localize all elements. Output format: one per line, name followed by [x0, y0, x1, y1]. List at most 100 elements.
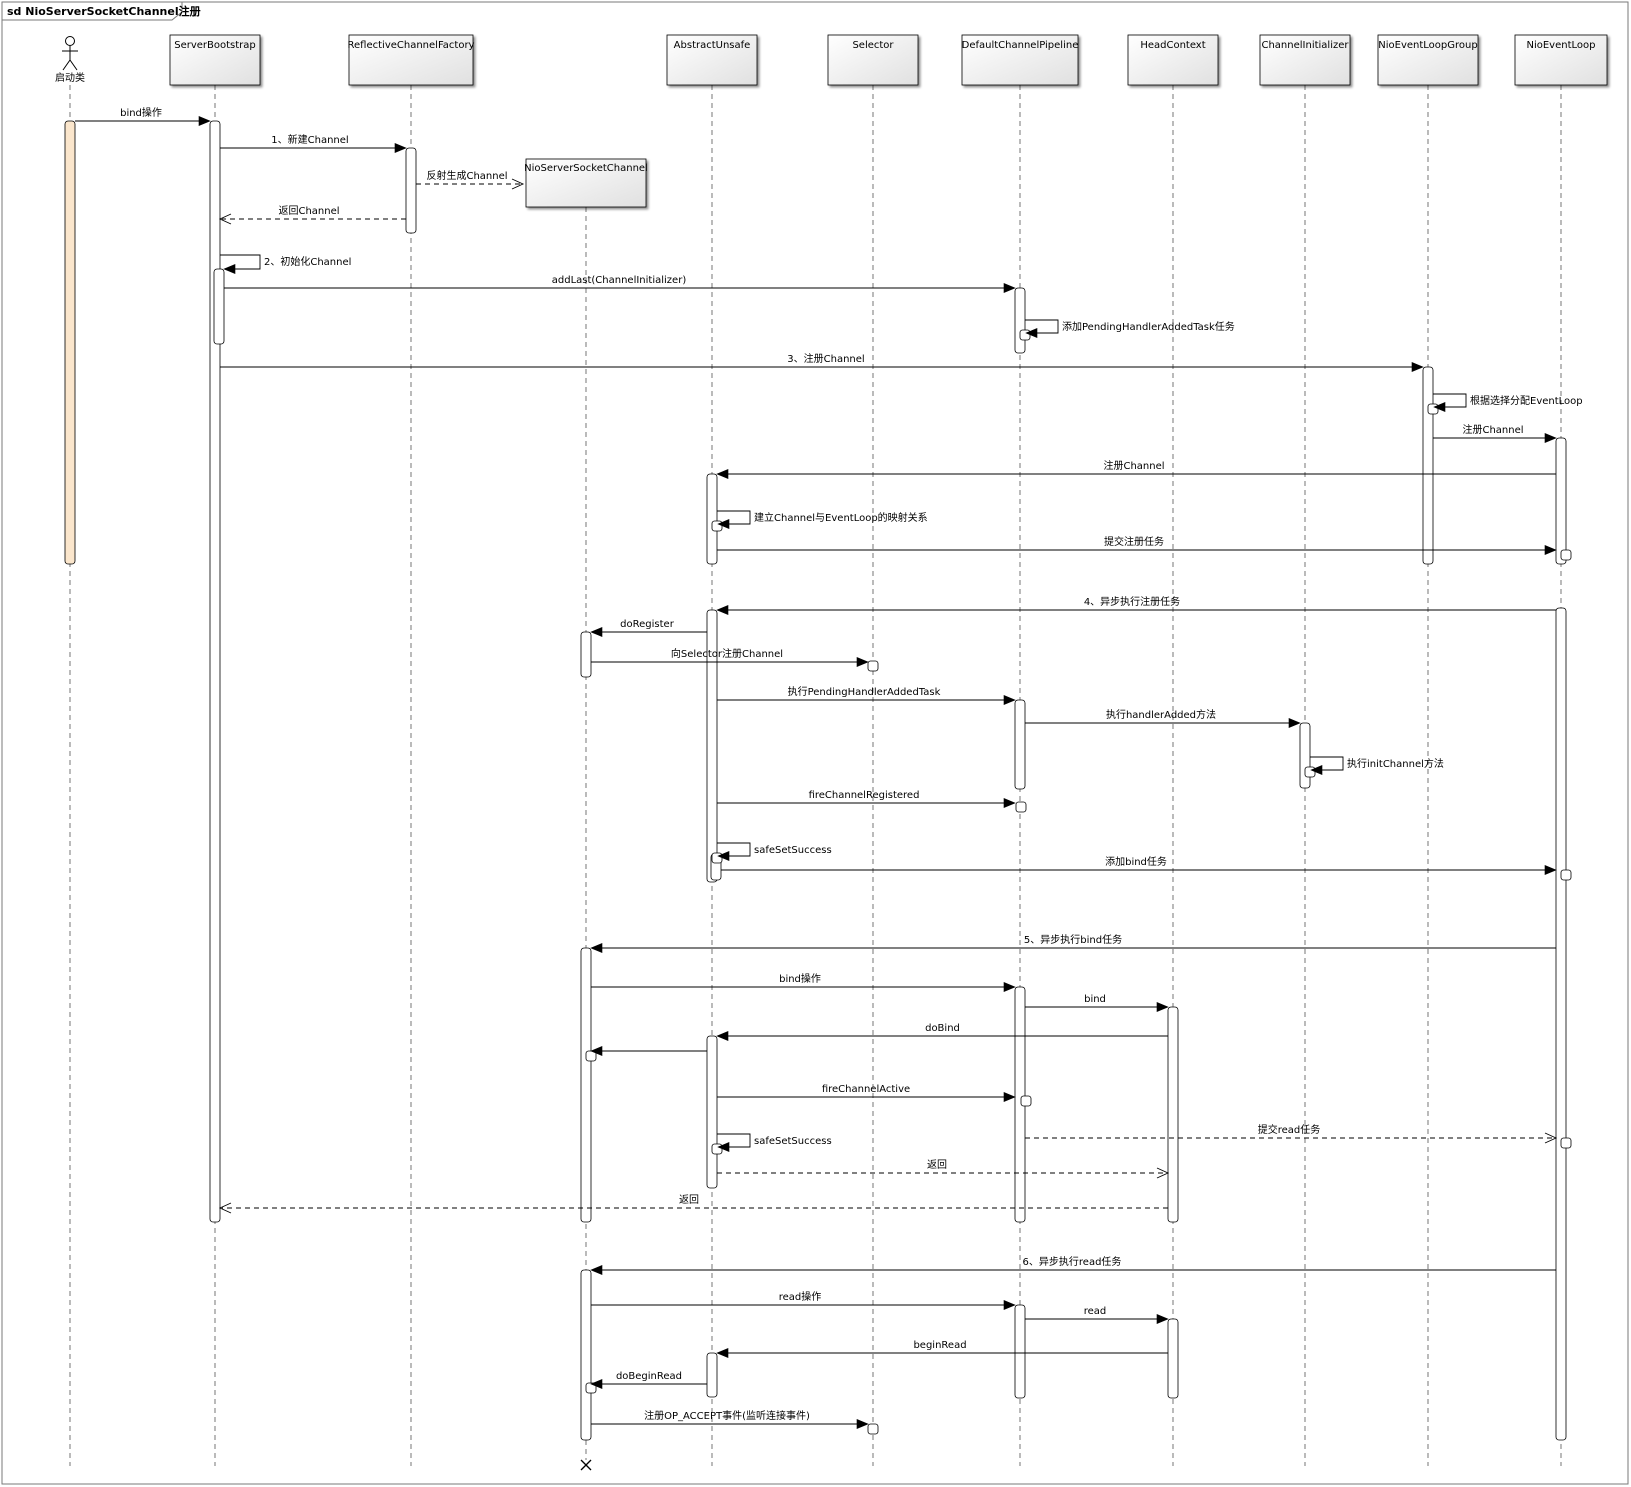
- arrowhead: [218, 213, 232, 225]
- message: 根据选择分配EventLoop: [1433, 393, 1583, 408]
- arrowhead: [1544, 1132, 1558, 1144]
- arrowhead: [716, 1031, 729, 1041]
- arrowhead: [717, 851, 730, 861]
- participant-name: HeadContext: [1140, 40, 1205, 51]
- activation-bar: [209, 120, 221, 1223]
- message-label: doBind: [925, 1023, 960, 1034]
- message: 反射生成Channel: [416, 169, 521, 185]
- message: fireChannelRegistered: [717, 790, 1013, 804]
- arrowhead: [218, 1202, 232, 1214]
- message-line: [1433, 393, 1467, 408]
- message-label: 5、异步执行bind任务: [1024, 933, 1122, 946]
- message: beginRead: [719, 1340, 1168, 1354]
- activation-bar: [1014, 699, 1026, 790]
- arrowhead: [1411, 362, 1424, 372]
- message: 4、异步执行注册任务: [719, 595, 1556, 611]
- message-label: 提交注册任务: [1104, 535, 1164, 548]
- participant-name: NioServerSocketChannel: [524, 163, 648, 174]
- participant-name: Selector: [852, 40, 894, 51]
- message-line: [717, 1133, 751, 1148]
- participant-reflectivechannelfactory: ReflectiveChannelFactory: [348, 34, 475, 86]
- participant-name: ChannelInitializer: [1261, 40, 1349, 51]
- message-label: 返回Channel: [278, 205, 339, 217]
- activation-bar: [1015, 801, 1027, 813]
- message: 1、新建Channel: [220, 133, 404, 149]
- activation-bar: [405, 147, 417, 234]
- message-label: doBeginRead: [616, 1371, 682, 1382]
- participant-name: DefaultChannelPipeline: [962, 40, 1079, 51]
- arrowhead: [590, 943, 603, 953]
- message: 提交注册任务: [717, 535, 1554, 551]
- activation-bar: [711, 520, 723, 532]
- message: addLast(ChannelInitializer): [224, 275, 1013, 289]
- arrowhead: [1544, 545, 1557, 555]
- message: bind: [1025, 994, 1166, 1008]
- arrowhead: [394, 143, 407, 153]
- arrowhead: [1156, 1314, 1169, 1324]
- arrowhead: [1544, 433, 1557, 443]
- message-line: [1310, 756, 1344, 771]
- message-line: [717, 842, 751, 857]
- activation-bar: [213, 268, 225, 345]
- participant-channelinitializer: ChannelInitializer: [1259, 34, 1351, 86]
- message: 5、异步执行bind任务: [593, 933, 1556, 949]
- arrowhead: [590, 1046, 603, 1056]
- arrowhead: [856, 657, 869, 667]
- arrowhead: [1310, 765, 1323, 775]
- participant-abstractunsafe: AbstractUnsafe: [666, 34, 758, 86]
- message: 添加PendingHandlerAddedTask任务: [1025, 319, 1235, 334]
- activation-bar: [1555, 607, 1567, 1441]
- arrowhead: [198, 116, 211, 126]
- arrowhead: [223, 264, 236, 274]
- message-label: safeSetSuccess: [754, 1136, 832, 1147]
- participant-name: NioEventLoop: [1526, 40, 1595, 51]
- arrowhead: [1433, 402, 1446, 412]
- message-label: 反射生成Channel: [426, 169, 507, 182]
- activations: [64, 120, 1572, 1441]
- message: 添加bind任务: [721, 855, 1554, 871]
- arrowhead: [1544, 865, 1557, 875]
- arrowhead: [1025, 328, 1038, 338]
- message: fireChannelActive: [717, 1084, 1013, 1098]
- message-label: 提交read任务: [1258, 1123, 1321, 1136]
- activation-bar: [1299, 722, 1311, 789]
- message-label: 向Selector注册Channel: [671, 647, 783, 660]
- frame-title-tab: [1, 1, 183, 21]
- message-label: doRegister: [620, 619, 675, 630]
- message-label: bind操作: [120, 106, 162, 119]
- activation-bar: [1560, 1137, 1572, 1149]
- message-label: bind操作: [779, 972, 821, 985]
- arrowhead: [511, 178, 525, 190]
- arrowhead: [590, 1379, 603, 1389]
- message-label: 注册OP_ACCEPT事件(监听连接事件): [644, 1409, 810, 1422]
- destroy-mark: [580, 1459, 592, 1471]
- message-label: addLast(ChannelInitializer): [552, 275, 687, 286]
- activation-bar: [706, 609, 718, 883]
- arrowhead: [856, 1419, 869, 1429]
- actor-name: 启动类: [55, 71, 85, 84]
- message-label: 执行handlerAdded方法: [1106, 708, 1216, 721]
- message-line: [220, 254, 261, 270]
- activation-bar: [64, 120, 76, 565]
- message-label: fireChannelRegistered: [809, 790, 920, 801]
- activation-bar: [711, 1143, 723, 1155]
- activation-bar: [706, 473, 718, 565]
- activation-bar: [1019, 329, 1031, 341]
- activation-bar: [1167, 1006, 1179, 1223]
- participant-nioserversocketchannel: NioServerSocketChannel: [524, 158, 648, 208]
- activation-bar: [1020, 1095, 1032, 1107]
- message: 向Selector注册Channel: [591, 647, 866, 663]
- participant-serverbootstrap: ServerBootstrap: [169, 34, 261, 86]
- arrowhead: [1156, 1167, 1170, 1179]
- arrowhead: [716, 469, 729, 479]
- arrowhead: [590, 1265, 603, 1275]
- message: 返回Channel: [222, 205, 406, 220]
- participant-name: AbstractUnsafe: [674, 40, 751, 51]
- arrowhead: [1003, 982, 1016, 992]
- message: doBind: [719, 1023, 1168, 1037]
- message-label: 执行initChannel方法: [1347, 757, 1444, 770]
- message: 执行initChannel方法: [1310, 756, 1444, 771]
- message-label: 根据选择分配EventLoop: [1470, 394, 1583, 407]
- message-label: fireChannelActive: [822, 1084, 910, 1095]
